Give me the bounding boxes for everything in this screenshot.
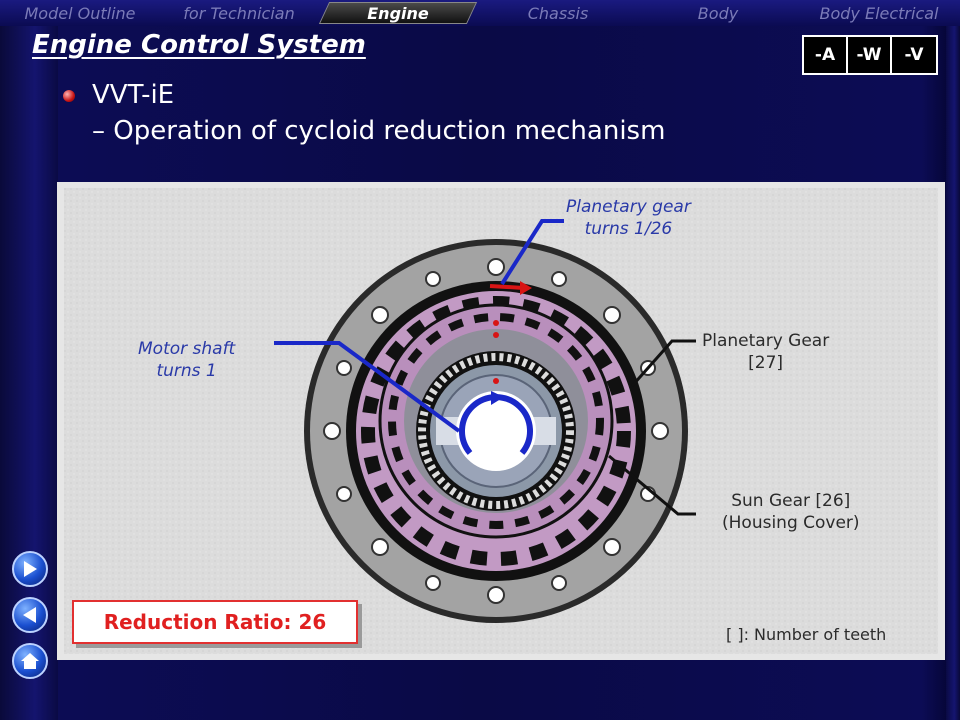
bolt-holes (323, 258, 669, 604)
variant-w-button[interactable]: -W (848, 37, 892, 73)
reduction-ratio-badge: Reduction Ratio: 26 (72, 600, 358, 644)
variant-selector: -A -W -V (802, 35, 938, 75)
variant-a-button[interactable]: -A (804, 37, 848, 73)
motor-turns-leader (274, 341, 461, 433)
gear-assembly (304, 239, 688, 623)
tab-model-outline[interactable]: Model Outline (24, 3, 136, 23)
top-navigation: Model Outline for Technician Engine Chas… (0, 0, 960, 26)
variant-v-button[interactable]: -V (904, 45, 924, 65)
previous-slide-button[interactable] (12, 597, 48, 633)
next-slide-button[interactable] (12, 551, 48, 587)
bearing-rollers (418, 353, 574, 509)
home-icon (21, 653, 39, 669)
back-arrow-icon (23, 607, 36, 623)
reference-dot (493, 332, 499, 338)
sun-gear-label: Sun Gear [26](Housing Cover) (722, 491, 860, 533)
bullet-icon (63, 90, 75, 102)
tab-for-technician[interactable]: for Technician (183, 3, 295, 23)
tab-engine[interactable]: Engine (318, 0, 478, 26)
teeth-legend: [ ]: Number of teeth (726, 625, 887, 644)
forward-arrow-icon (24, 561, 37, 577)
sun-gear-leader (608, 454, 696, 516)
page-title: Engine Control System (32, 30, 366, 60)
tab-body-electrical[interactable]: Body Electrical (819, 3, 939, 23)
section-heading: VVT-iE (92, 80, 175, 110)
planetary-rotation-arrow (489, 284, 525, 290)
planetary-gear-label: Planetary Gear[27] (702, 331, 830, 373)
tab-chassis[interactable]: Chassis (527, 3, 589, 23)
planetary-turns-leader (500, 219, 564, 286)
section-subheading: – Operation of cycloid reduction mechani… (92, 116, 666, 146)
cycloid-reduction-diagram (64, 188, 938, 654)
tab-body[interactable]: Body (697, 3, 739, 23)
planetary-gear-leader (630, 339, 696, 387)
motor-shaft-bore (456, 391, 536, 471)
right-sidebar (946, 26, 960, 720)
reference-dot (493, 320, 499, 326)
home-button[interactable] (12, 643, 48, 679)
reference-dot (493, 378, 499, 384)
sun-gear-teeth (361, 296, 631, 566)
